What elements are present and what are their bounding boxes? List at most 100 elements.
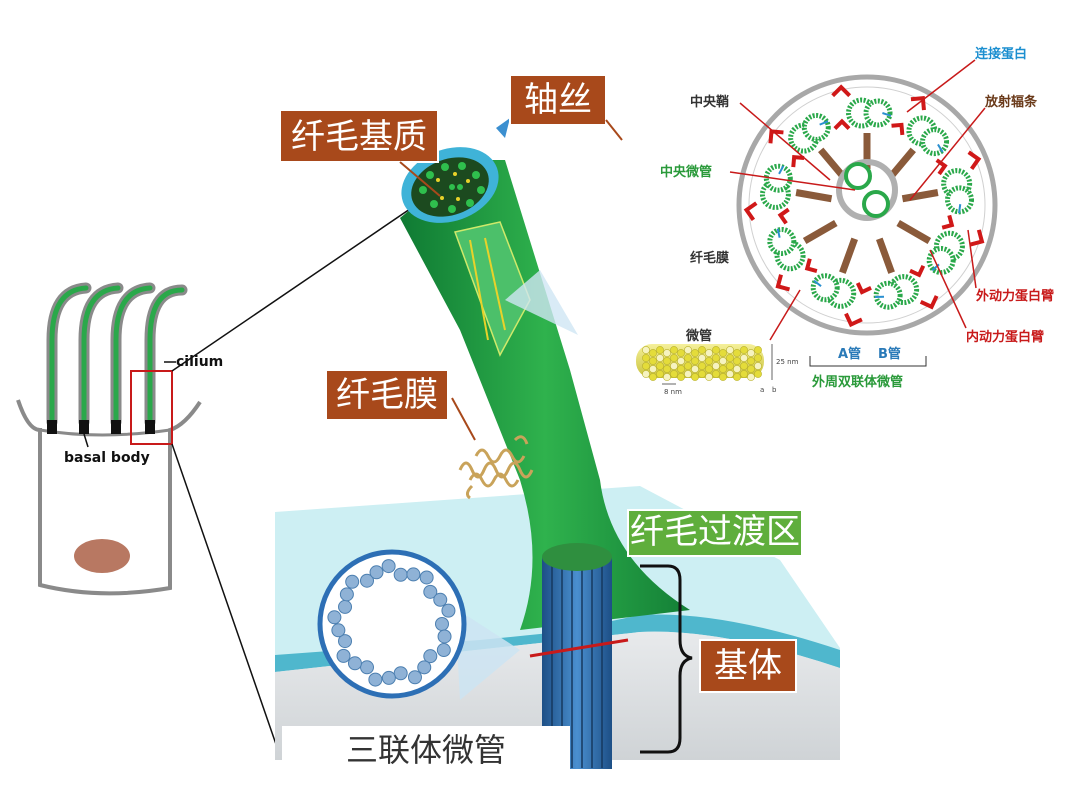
- outer-doublet: [743, 163, 833, 225]
- b-tubule: [763, 163, 793, 193]
- tubulin-subunit: [719, 373, 727, 381]
- tubulin-subunit: [740, 362, 748, 370]
- outer-doublet: [873, 237, 939, 310]
- tubulin-subunit: [754, 346, 762, 354]
- nexin-link: [937, 143, 944, 153]
- tubulin-subunit: [656, 346, 664, 354]
- b-tubule-label: B管: [878, 346, 901, 362]
- tubulin-subunit: [656, 370, 664, 378]
- tubulin-subunit: [705, 357, 713, 365]
- outer-doublet: [810, 237, 872, 328]
- label-basal-body-cn: 基体: [699, 639, 797, 693]
- triplet-subunit: [419, 570, 434, 585]
- nexin-link: [882, 112, 892, 117]
- tubulin-subunit: [726, 354, 734, 362]
- tubulin-subunit: [705, 349, 713, 357]
- outer-doublet: [768, 112, 847, 180]
- triplet-dots: [327, 559, 456, 687]
- tubulin-subunit: [684, 354, 692, 362]
- tubulin-subunit: [712, 346, 720, 354]
- triplet-subunit: [406, 567, 421, 582]
- tubulin-subunit: [656, 362, 664, 370]
- central-sheath-ring: [836, 159, 898, 221]
- tubulin-subunit: [726, 362, 734, 370]
- tubulin-subunit: [670, 362, 678, 370]
- cut-yellow-dots: [436, 172, 470, 201]
- cell-outline: [16, 399, 202, 596]
- tubulin-subunit: [691, 373, 699, 381]
- inner-dynein-arm: [833, 118, 851, 130]
- tubulin-subunit: [698, 362, 706, 370]
- inner-dynein-label: 内动力蛋白臂: [966, 329, 1044, 345]
- triplet-subunit: [393, 567, 408, 582]
- radial-spoke: [818, 147, 847, 180]
- inner-dynein-arm: [891, 122, 905, 136]
- nexin-link: [778, 165, 785, 175]
- membrane-edge: [275, 614, 840, 672]
- outer-dynein-arm: [919, 295, 939, 310]
- axoneme-zoom-ray: [505, 270, 578, 335]
- inner-dynein-arm: [804, 258, 818, 273]
- triplet-subunit: [369, 565, 384, 580]
- nexin-link: [958, 204, 962, 214]
- tubulin-subunit: [740, 354, 748, 362]
- tubulin-subunit: [649, 373, 657, 381]
- triplet-subunit: [381, 559, 396, 574]
- transition-zone-text: 纤毛过渡区: [630, 512, 800, 552]
- tubulin-subunit: [754, 354, 762, 362]
- cut-doublets: [419, 162, 485, 213]
- b-tubule: [810, 273, 840, 303]
- radial-spoke: [876, 237, 895, 274]
- inner-dynein-arm: [909, 264, 926, 278]
- zoom-highlight-box: [130, 370, 173, 445]
- cilium-label: cilium: [176, 354, 223, 370]
- dim-8nm: 8 nm: [664, 388, 682, 396]
- connecting-protein-label: 连接蛋白: [975, 46, 1027, 62]
- tubulin-subunit: [705, 365, 713, 373]
- cilia-matrix-text: 纤毛基质: [291, 117, 427, 157]
- b-tubule: [873, 280, 903, 310]
- basal-plate-line: [529, 638, 629, 658]
- tubulin-subunit: [691, 357, 699, 365]
- triplet-subunit: [423, 649, 438, 664]
- tubulin-subunit: [649, 365, 657, 373]
- central-mt-2: [862, 190, 890, 218]
- central-sheath-label: 中央鞘: [690, 94, 729, 110]
- tubulin-subunit: [705, 373, 713, 381]
- membrane-protein-coil: [458, 435, 534, 500]
- outer-doublet: [767, 219, 838, 292]
- nexin-link: [776, 228, 781, 238]
- outer-dynein-arm: [967, 150, 982, 171]
- dim-a: a: [760, 386, 764, 394]
- b-tubule: [863, 98, 893, 128]
- tubulin-subunit: [663, 349, 671, 357]
- tubulin-subunit: [698, 346, 706, 354]
- radial-spoke: [795, 189, 833, 203]
- nucleus: [74, 539, 130, 573]
- axoneme-text: 轴丝: [524, 80, 592, 120]
- tubulin-subunit: [691, 365, 699, 373]
- tubulin-subunit: [649, 349, 657, 357]
- outer-doublet: [896, 214, 985, 276]
- basal-body-label: basal body: [64, 450, 150, 466]
- triplet-subunit: [393, 666, 408, 681]
- triplet-microtubule-label: 三联体微管: [282, 726, 570, 774]
- tubulin-subunit: [677, 349, 685, 357]
- outer-dynein-arm: [844, 312, 863, 328]
- triplet-subunit: [360, 660, 374, 675]
- nexin-link: [819, 120, 829, 126]
- axoneme-pointer: [496, 118, 510, 138]
- tubulin-subunit: [677, 365, 685, 373]
- radial-spoke-label: 放射辐条: [984, 94, 1038, 110]
- cilia-group: [46, 282, 188, 428]
- tubulin-subunit: [670, 346, 678, 354]
- radial-spoke: [839, 237, 858, 274]
- microtubule-label: 微管: [685, 328, 712, 344]
- tubulin-subunit: [747, 349, 755, 357]
- tubulin-subunit: [726, 346, 734, 354]
- triplet-subunit: [331, 623, 346, 638]
- outer-doublet: [901, 150, 982, 215]
- basal-body-cn-text: 基体: [714, 646, 782, 686]
- outer-dynein-arm: [831, 84, 852, 98]
- tubulin-subunit: [754, 370, 762, 378]
